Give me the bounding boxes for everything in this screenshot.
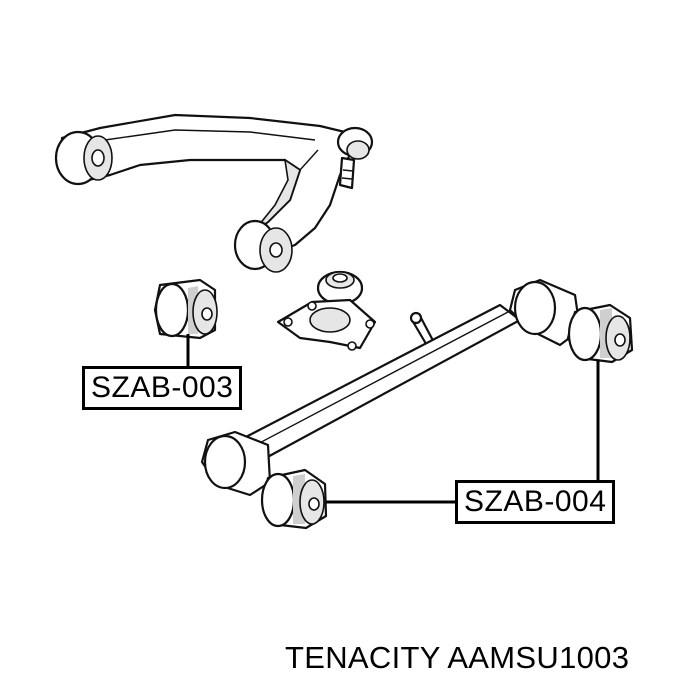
leader-lines xyxy=(186,334,600,504)
brand-part-number-caption: TENACITY AAMSU1003 xyxy=(285,640,630,675)
arm-front-bushing xyxy=(54,130,113,186)
link-lower-bushing xyxy=(200,430,272,497)
ball-joint xyxy=(336,126,374,190)
bushing-szab-004-right xyxy=(566,303,634,364)
dust-boot xyxy=(316,270,364,306)
link-upper-bushing xyxy=(508,278,582,347)
bushing-szab-003 xyxy=(153,278,218,340)
mounting-plate xyxy=(276,298,377,351)
part-label-szab-003: SZAB-003 xyxy=(82,366,243,410)
arm-rear-bushing xyxy=(233,219,293,273)
part-label-szab-004: SZAB-004 xyxy=(455,480,616,524)
upper-control-arm xyxy=(54,113,374,273)
bushing-szab-004-left xyxy=(260,468,328,530)
lower-link-arm xyxy=(200,278,582,497)
